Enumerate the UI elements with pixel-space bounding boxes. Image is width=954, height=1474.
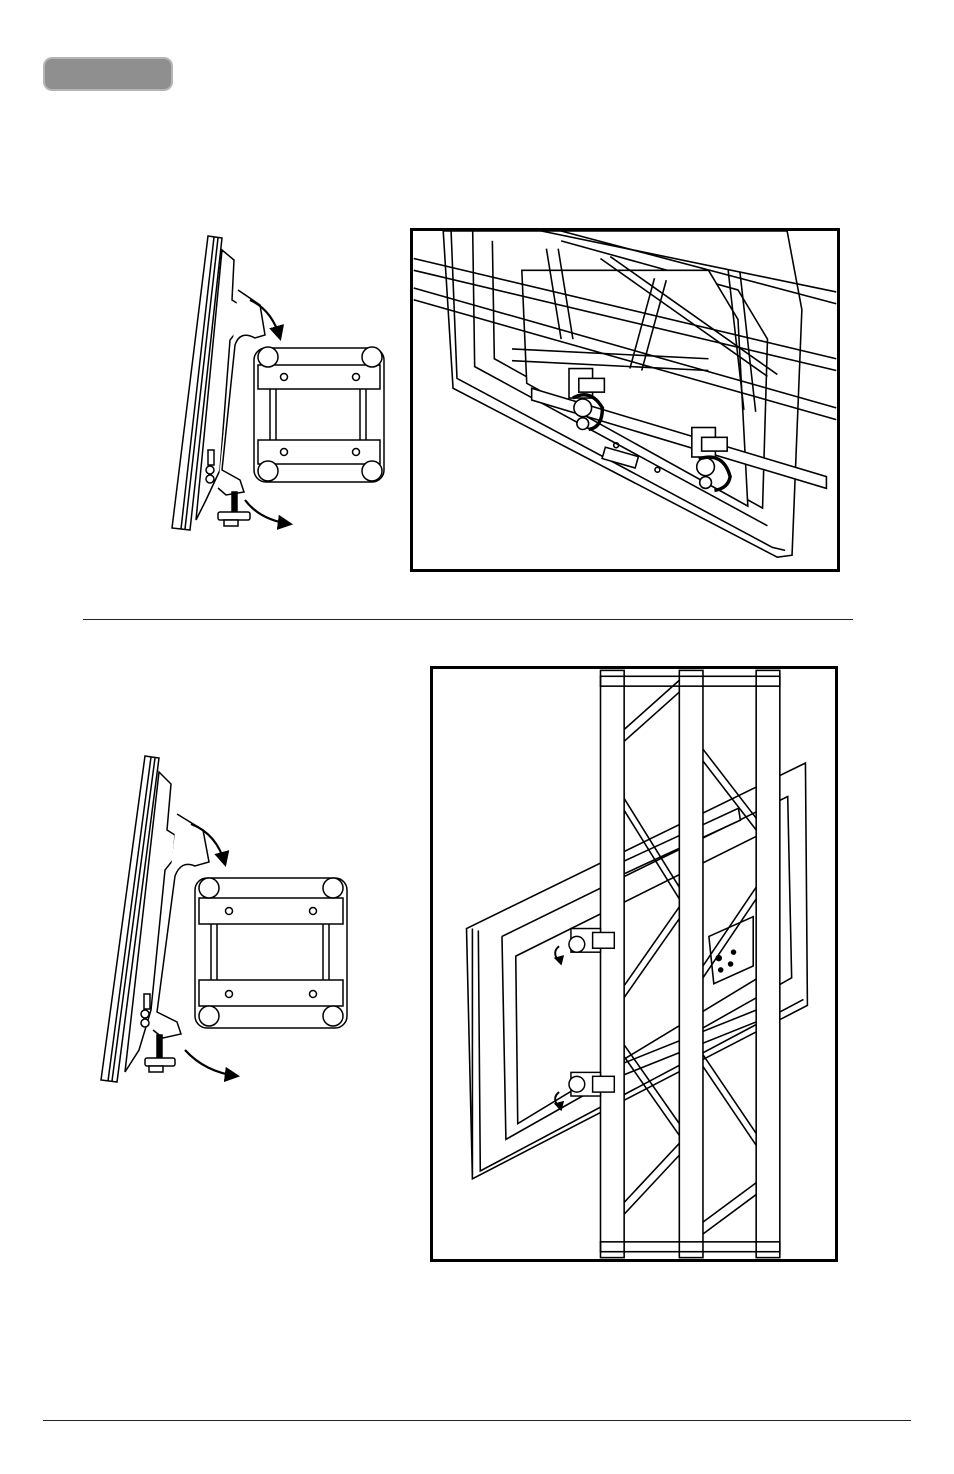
horizontal-truss-detail xyxy=(410,228,840,572)
section-tab xyxy=(43,57,173,91)
side-view-lower-figure xyxy=(95,750,365,1090)
vertical-truss-detail xyxy=(430,666,838,1262)
side-view-upper-figure xyxy=(160,230,400,540)
section-divider xyxy=(83,619,853,620)
mounting-plate xyxy=(195,878,347,1028)
footer-rule xyxy=(43,1420,911,1421)
mounting-plate xyxy=(254,347,384,482)
